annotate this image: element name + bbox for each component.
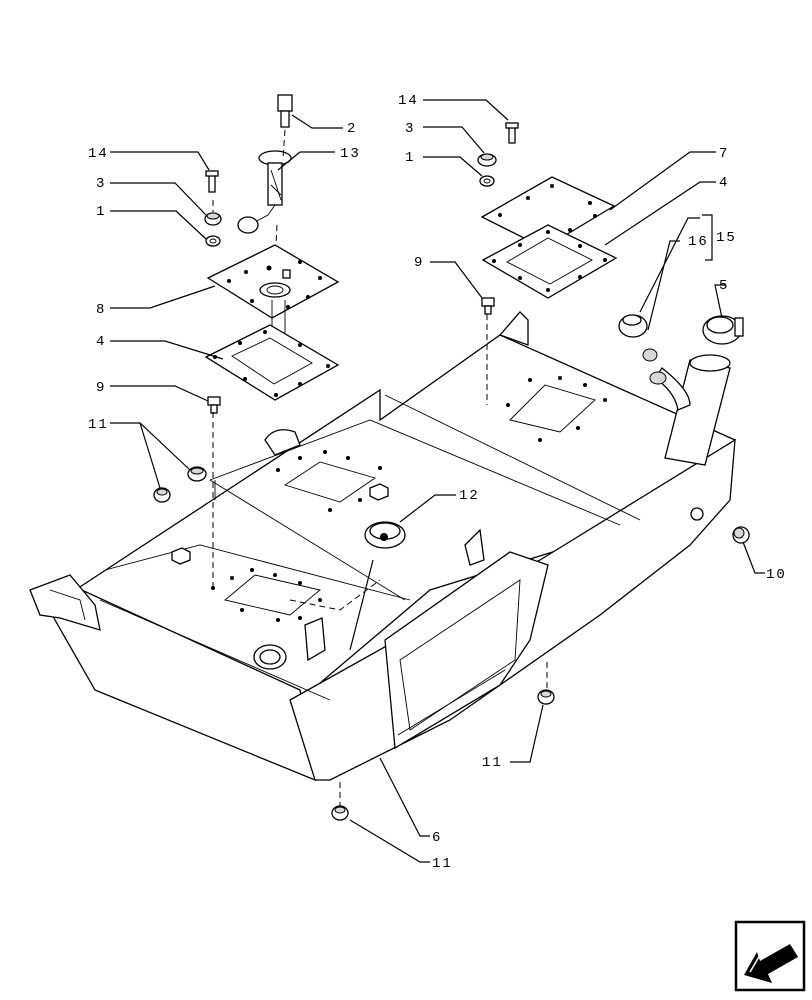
plug-11-d [331, 805, 349, 821]
callout-15: 15 [716, 230, 737, 246]
drain-port [253, 644, 287, 670]
washer-1-left [205, 235, 221, 247]
plug-11-b [153, 487, 171, 503]
cap-screw-9-left [207, 396, 221, 414]
callout-4-left: 4 [96, 334, 106, 350]
callout-3-left: 3 [96, 176, 106, 192]
screw-14-right [505, 122, 519, 144]
callout-8: 8 [96, 302, 106, 318]
callout-12: 12 [459, 488, 480, 504]
cover-plate-8 [206, 244, 340, 345]
callout-7: 7 [719, 146, 729, 162]
callout-11-bottom: 11 [432, 856, 453, 872]
assembly-centerlines [212, 129, 548, 806]
callout-1-right: 1 [405, 150, 415, 166]
callout-16: 16 [688, 234, 709, 250]
gasket-4-left [204, 324, 340, 401]
nut-3-right [477, 153, 497, 167]
cap-screw-9-right [481, 297, 495, 315]
callout-3-right: 3 [405, 121, 415, 137]
screw-14-left [205, 170, 219, 193]
arrow-left-down-icon[interactable] [734, 920, 806, 992]
callout-2: 2 [347, 121, 357, 137]
callout-1-left: 1 [96, 204, 106, 220]
callout-9-left: 9 [96, 380, 106, 396]
callout-9-right: 9 [414, 255, 424, 271]
callout-numbers: 14 3 1 8 4 9 11 2 13 14 3 1 7 4 9 16 15 … [88, 93, 787, 872]
callout-4-right: 4 [719, 175, 729, 191]
bolt-2 [277, 94, 293, 128]
breather-valve-16 [618, 314, 667, 385]
mount-block [369, 483, 389, 501]
plug-11-a [187, 466, 207, 482]
callout-5: 5 [719, 278, 729, 294]
callout-14-left: 14 [88, 146, 109, 162]
fuel-sender-13 [237, 150, 292, 234]
callout-14-right: 14 [398, 93, 419, 109]
filler-cap-5 [702, 315, 744, 345]
nut-3-left [204, 212, 222, 226]
callout-10: 10 [766, 567, 787, 583]
access-opening-left [211, 568, 322, 622]
side-port [690, 507, 704, 521]
plug-10 [732, 526, 750, 544]
gasket-4-right [481, 224, 618, 299]
callout-6: 6 [432, 830, 442, 846]
washer-1-right [479, 175, 495, 187]
callout-leaders [110, 99, 765, 863]
callout-11-right: 11 [482, 755, 503, 771]
mount-block [171, 547, 191, 565]
access-opening-right [506, 376, 607, 442]
plug-11-c [537, 689, 555, 705]
access-opening-center [276, 450, 382, 512]
fuel-cap-12 [364, 521, 406, 549]
callout-11-left: 11 [88, 417, 109, 433]
callout-13: 13 [340, 146, 361, 162]
